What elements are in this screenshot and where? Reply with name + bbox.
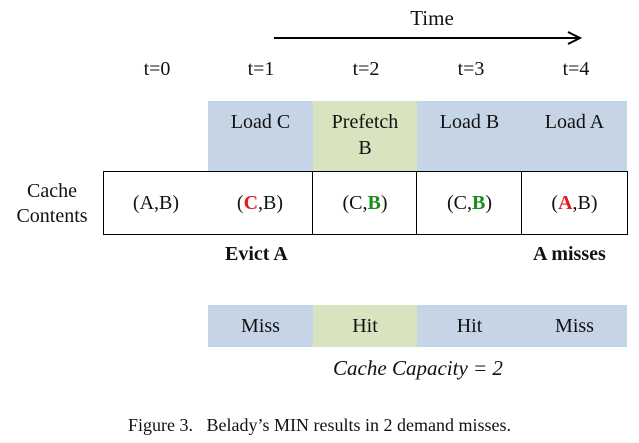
- result-t1: Miss: [208, 305, 313, 347]
- cache-state-t3: (C, B): [416, 171, 523, 235]
- operation-load-c: Load C: [208, 101, 313, 171]
- time-label: Time: [410, 6, 454, 30]
- operation-load-b: Load B: [417, 101, 522, 171]
- new-entry-c: C: [243, 191, 259, 214]
- cache-state-t1: (C, B): [207, 171, 314, 235]
- hit-entry-b: B: [472, 191, 486, 214]
- cache-state-t4: (A, B): [521, 171, 628, 235]
- result-t4: Miss: [522, 305, 627, 347]
- miss-note: A misses: [533, 243, 606, 265]
- figure-caption: Figure 3. Belady’s MIN results in 2 dema…: [128, 415, 511, 435]
- cache-state-t2: (C, B): [312, 171, 418, 235]
- time-step-1: t=1: [247, 58, 275, 80]
- cache-contents-label: Cache Contents: [16, 180, 88, 227]
- time-step-3: t=3: [457, 58, 485, 80]
- new-entry-a: A: [558, 191, 573, 214]
- cache-capacity-label: Cache Capacity = 2: [333, 356, 503, 380]
- evict-note: Evict A: [225, 243, 288, 265]
- operation-prefetch-b: Prefetch B: [313, 101, 417, 171]
- time-step-0: t=0: [143, 58, 171, 80]
- result-t2: Hit: [313, 305, 417, 347]
- time-step-4: t=4: [562, 58, 590, 80]
- time-step-2: t=2: [352, 58, 380, 80]
- cache-state-t0: (A,B): [103, 171, 209, 235]
- time-arrow-icon: [274, 31, 583, 45]
- result-t3: Hit: [417, 305, 522, 347]
- hit-entry-b: B: [367, 191, 381, 214]
- operation-load-a: Load A: [522, 101, 627, 171]
